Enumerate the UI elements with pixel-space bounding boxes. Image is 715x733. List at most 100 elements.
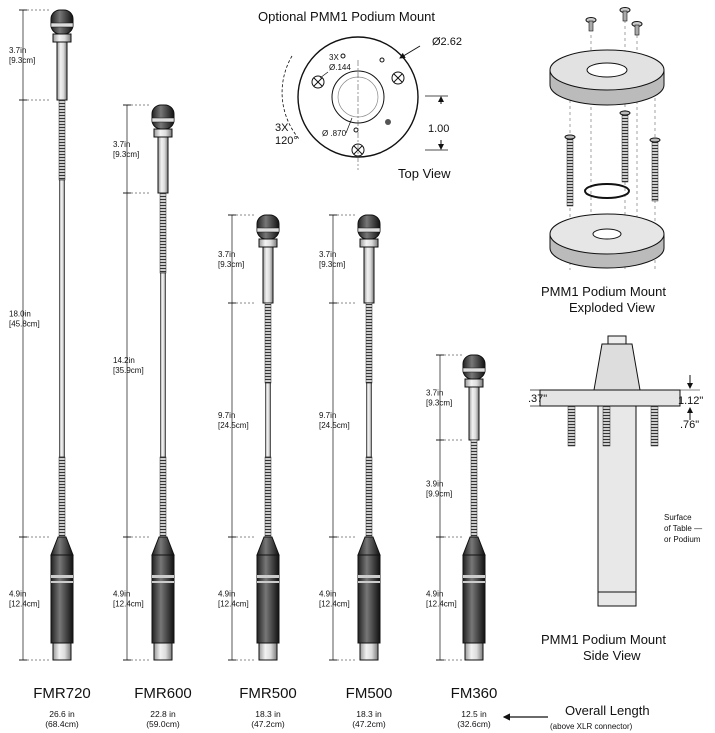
- base-length-cm: [12.4cm]: [319, 600, 350, 609]
- center-diameter-label: Ø .870: [322, 129, 347, 138]
- head-length-in: 3.7in: [319, 250, 336, 259]
- xlr-connector: [153, 642, 173, 661]
- base-length-in: 4.9in: [218, 590, 235, 599]
- neck-length-cm: [45.8cm]: [9, 320, 40, 329]
- screw-icon: [585, 17, 597, 32]
- mic-head-tube: [56, 41, 68, 101]
- head-length-cm: [9.3cm]: [9, 56, 35, 65]
- mic-capsule: [50, 9, 74, 35]
- base-length-in: 4.9in: [319, 590, 336, 599]
- xlr-connector: [359, 642, 379, 661]
- mount-small-hole: [379, 57, 385, 63]
- head-length-cm: [9.3cm]: [218, 260, 244, 269]
- head-length-in: 3.7in: [218, 250, 235, 259]
- neck-length-in: 14.2in: [113, 356, 135, 365]
- xlr-connector: [52, 642, 72, 661]
- overall-length-in: 22.8 in: [150, 709, 176, 719]
- gooseneck-coil: [365, 302, 373, 384]
- overall-length-in: 26.6 in: [49, 709, 75, 719]
- neck-length-cm: [24.5cm]: [319, 421, 350, 430]
- mount-hole: [391, 71, 405, 85]
- wood-screw-icon: [619, 110, 631, 183]
- mic-head-tube: [363, 246, 375, 304]
- neck-length-in: 18.0in: [9, 310, 31, 319]
- neck-length-in: 9.7in: [218, 411, 235, 420]
- overall-length-cm: (47.2cm): [352, 719, 386, 729]
- xlr-connector: [258, 642, 278, 661]
- base-length-cm: [12.4cm]: [113, 600, 144, 609]
- gooseneck-coil: [159, 192, 167, 274]
- base-length-in: 4.9in: [113, 590, 130, 599]
- surface-label-1: Surface: [664, 513, 692, 522]
- mount-pin: [385, 119, 391, 125]
- surface-label-2: of Table —: [664, 524, 702, 533]
- overall-length-group: Overall Length (above XLR connector): [502, 703, 650, 731]
- screw-icon: [619, 7, 631, 22]
- head-length-cm: [9.3cm]: [319, 260, 345, 269]
- top-view-title: Optional PMM1 Podium Mount: [258, 9, 435, 24]
- mount-hole: [311, 75, 325, 89]
- mount-small-hole: [353, 127, 359, 133]
- exploded-title-line2: Exploded View: [569, 300, 655, 315]
- overall-length-in: 12.5 in: [461, 709, 487, 719]
- microphone-fmr720: [19, 9, 74, 661]
- wood-screw-icon: [650, 405, 659, 447]
- model-name: FMR600: [134, 685, 192, 702]
- base-length-cm: [12.4cm]: [426, 600, 457, 609]
- microphone-fmr600: [123, 104, 175, 661]
- mic-capsule: [462, 354, 486, 380]
- surface-label-3: or Podium: [664, 535, 701, 544]
- mic-head-tube: [157, 136, 169, 194]
- model-name: FM500: [346, 685, 393, 702]
- gooseneck-coil: [264, 456, 272, 538]
- microphone-fm500: [329, 214, 381, 661]
- exploded-title-line1: PMM1 Podium Mount: [541, 284, 666, 299]
- gooseneck-coil: [264, 302, 272, 384]
- overall-length-cm: (59.0cm): [146, 719, 180, 729]
- base-length-in: 4.9in: [9, 590, 26, 599]
- plate-diameter-label: Ø2.62: [432, 36, 462, 48]
- head-length-in: 3.7in: [9, 46, 26, 55]
- angle-value-label: 120°: [275, 135, 298, 147]
- overall-length-subtitle: (above XLR connector): [550, 722, 633, 731]
- microphone-fmr500: [228, 214, 280, 661]
- wood-screw-icon: [649, 137, 661, 202]
- mic-base: [256, 554, 280, 644]
- screw-icon: [631, 21, 643, 36]
- overall-length-in: 18.3 in: [255, 709, 281, 719]
- exploded-bottom-plate: [549, 213, 665, 269]
- head-length-cm: [9.3cm]: [113, 150, 139, 159]
- o-ring: [584, 183, 630, 199]
- exploded-view-group: PMM1 Podium Mount Exploded View: [541, 7, 666, 315]
- mic-head-tube: [262, 246, 274, 304]
- neck-length-cm: [35.9cm]: [113, 366, 144, 375]
- neck-length-cm: [9.9cm]: [426, 490, 452, 499]
- mic-capsule: [357, 214, 381, 240]
- mic-capsule: [151, 104, 175, 130]
- side-mic-tube: [597, 405, 637, 607]
- base-length-in: 4.9in: [426, 590, 443, 599]
- head-length-cm: [9.3cm]: [426, 399, 452, 408]
- mic-head-tube: [468, 386, 480, 441]
- gooseneck-coil: [470, 439, 478, 538]
- mic-base: [151, 554, 175, 644]
- mic-base: [50, 554, 74, 644]
- wood-screw-icon: [567, 405, 576, 447]
- base-length-cm: [12.4cm]: [218, 600, 249, 609]
- mount-small-hole: [340, 53, 346, 59]
- overall-length-cm: (32.6cm): [457, 719, 491, 729]
- neck-length-cm: [24.5cm]: [218, 421, 249, 430]
- gooseneck-coil: [159, 456, 167, 538]
- neck-length-in: 9.7in: [319, 411, 336, 420]
- angle-count-label: 3X: [275, 122, 289, 134]
- gooseneck-coil: [58, 99, 66, 181]
- gooseneck-coil: [58, 456, 66, 538]
- model-name: FMR720: [33, 685, 91, 702]
- mic-base: [357, 554, 381, 644]
- side-plate: [539, 389, 681, 407]
- gooseneck-coil: [365, 456, 373, 538]
- overall-length-title: Overall Length: [565, 703, 650, 718]
- overall-length-cm: (68.4cm): [45, 719, 79, 729]
- rigid-tube: [59, 179, 65, 458]
- side-view-group: .37" 1.12" .76" Surface of Table — or Po…: [528, 335, 703, 663]
